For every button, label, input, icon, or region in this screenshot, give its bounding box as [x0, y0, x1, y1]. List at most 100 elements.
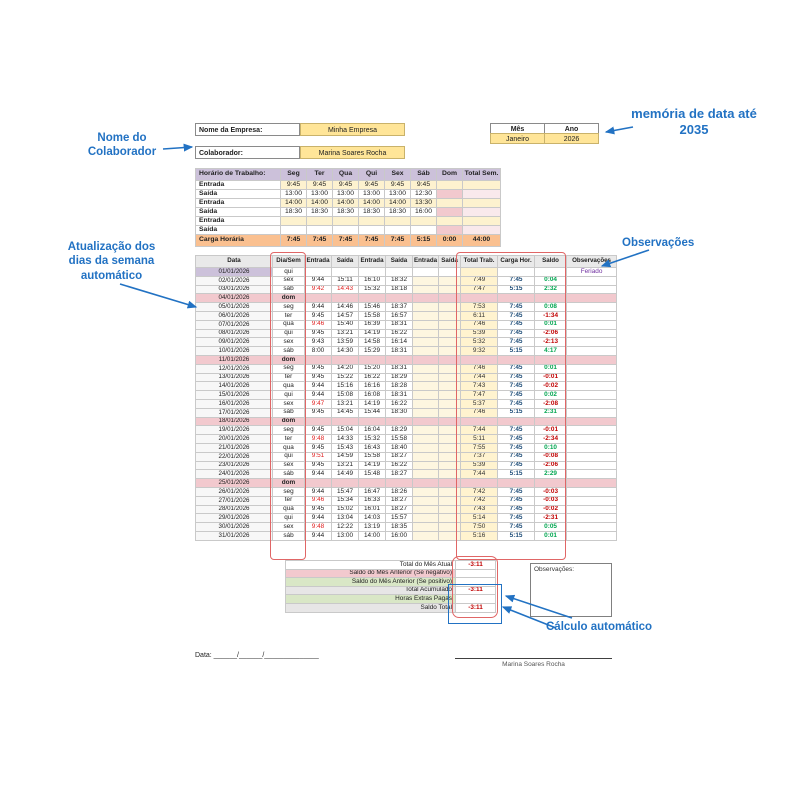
schedule-time-cell[interactable] [358, 216, 385, 226]
date-cell[interactable]: 26/01/2026 [195, 486, 273, 497]
time-cell[interactable] [438, 363, 462, 374]
date-cell[interactable]: 28/01/2026 [195, 504, 273, 515]
time-cell[interactable] [438, 310, 462, 321]
time-cell[interactable] [358, 267, 386, 277]
observation-cell[interactable] [566, 284, 618, 295]
time-cell[interactable] [438, 495, 462, 506]
notes-box[interactable]: Observações: [530, 563, 612, 617]
time-cell[interactable]: 15:02 [331, 504, 359, 515]
time-cell[interactable] [331, 478, 359, 488]
observation-cell[interactable]: Feriado [566, 267, 618, 277]
time-cell[interactable] [411, 354, 440, 365]
time-cell[interactable] [411, 460, 440, 471]
observation-cell[interactable] [566, 434, 618, 444]
observation-cell[interactable] [566, 522, 618, 532]
observation-cell[interactable] [566, 302, 618, 312]
time-cell[interactable] [438, 381, 462, 392]
time-cell[interactable] [438, 460, 462, 471]
time-cell[interactable] [438, 469, 462, 480]
time-cell[interactable]: 9:45 [304, 442, 332, 453]
time-cell[interactable]: 15:57 [385, 513, 413, 524]
day-cell[interactable]: sáb [272, 284, 305, 295]
time-cell[interactable] [438, 451, 462, 462]
time-cell[interactable]: 16:22 [385, 328, 413, 339]
time-cell[interactable] [411, 293, 440, 304]
time-cell[interactable]: 9:51 [304, 451, 332, 462]
observation-cell[interactable] [566, 372, 618, 383]
time-cell[interactable]: 14:19 [358, 460, 386, 471]
time-cell[interactable]: 9:44 [304, 381, 332, 392]
schedule-time-cell[interactable]: 12:30 [410, 189, 437, 199]
time-cell[interactable]: 15:11 [331, 275, 359, 286]
day-cell[interactable]: ter [272, 372, 305, 383]
time-cell[interactable]: 15:40 [331, 319, 359, 330]
day-cell[interactable]: seg [272, 302, 305, 312]
date-cell[interactable]: 30/01/2026 [195, 522, 273, 532]
time-cell[interactable] [411, 416, 440, 427]
time-cell[interactable] [411, 442, 440, 453]
time-cell[interactable]: 13:19 [358, 522, 386, 532]
time-cell[interactable]: 13:00 [331, 530, 359, 541]
time-cell[interactable]: 16:08 [358, 390, 386, 400]
time-cell[interactable]: 9:45 [304, 372, 332, 383]
day-cell[interactable]: qui [272, 267, 305, 277]
date-field[interactable]: Data: ______/______/______________ [195, 652, 319, 659]
time-cell[interactable] [411, 267, 440, 277]
time-cell[interactable]: 14:19 [358, 328, 386, 339]
time-cell[interactable]: 14:00 [358, 530, 386, 541]
observation-cell[interactable] [566, 328, 618, 339]
time-cell[interactable]: 13:04 [331, 513, 359, 524]
time-cell[interactable]: 14:45 [331, 407, 359, 418]
time-cell[interactable]: 15:43 [331, 442, 359, 453]
time-cell[interactable]: 15:58 [358, 310, 386, 321]
day-cell[interactable]: qui [272, 451, 305, 462]
time-cell[interactable]: 18:26 [385, 486, 413, 497]
schedule-time-cell[interactable]: 9:45 [332, 180, 359, 190]
time-cell[interactable] [411, 451, 440, 462]
time-cell[interactable]: 9:45 [304, 310, 332, 321]
time-cell[interactable]: 9:44 [304, 302, 332, 312]
time-cell[interactable]: 9:44 [304, 486, 332, 497]
observation-cell[interactable] [566, 460, 618, 471]
schedule-time-cell[interactable] [332, 225, 359, 235]
time-cell[interactable] [438, 407, 462, 418]
observation-cell[interactable] [566, 363, 618, 374]
observation-cell[interactable] [566, 451, 618, 462]
company-name-value[interactable]: Minha Empresa [300, 123, 405, 136]
time-cell[interactable] [438, 522, 462, 532]
time-cell[interactable]: 16:00 [385, 530, 413, 541]
time-cell[interactable]: 14:19 [358, 398, 386, 409]
year-value[interactable]: 2026 [544, 133, 599, 144]
schedule-time-cell[interactable]: 13:00 [306, 189, 333, 199]
time-cell[interactable] [411, 381, 440, 392]
schedule-time-cell[interactable]: 9:45 [280, 180, 307, 190]
observation-cell[interactable] [566, 407, 618, 418]
day-cell[interactable]: sex [272, 275, 305, 286]
observation-cell[interactable] [566, 390, 618, 400]
observation-cell[interactable] [566, 354, 618, 365]
time-cell[interactable] [411, 434, 440, 444]
time-cell[interactable]: 13:21 [331, 328, 359, 339]
month-value[interactable]: Janeiro [490, 133, 545, 144]
time-cell[interactable]: 9:45 [304, 407, 332, 418]
date-cell[interactable]: 12/01/2026 [195, 363, 273, 374]
date-cell[interactable]: 10/01/2026 [195, 346, 273, 356]
time-cell[interactable]: 18:31 [385, 390, 413, 400]
date-cell[interactable]: 09/01/2026 [195, 337, 273, 348]
observation-cell[interactable] [566, 337, 618, 348]
time-cell[interactable] [411, 372, 440, 383]
schedule-time-cell[interactable] [384, 225, 411, 235]
observation-cell[interactable] [566, 486, 618, 497]
schedule-time-cell[interactable] [306, 225, 333, 235]
observation-cell[interactable] [566, 495, 618, 506]
time-cell[interactable]: 18:27 [385, 504, 413, 515]
observation-cell[interactable] [566, 398, 618, 409]
time-cell[interactable]: 18:32 [385, 275, 413, 286]
time-cell[interactable] [304, 354, 332, 365]
time-cell[interactable]: 18:18 [385, 284, 413, 295]
schedule-time-cell[interactable]: 9:45 [410, 180, 437, 190]
time-cell[interactable] [331, 267, 359, 277]
time-cell[interactable] [411, 495, 440, 506]
schedule-time-cell[interactable]: 14:00 [280, 198, 307, 208]
date-cell[interactable]: 05/01/2026 [195, 302, 273, 312]
